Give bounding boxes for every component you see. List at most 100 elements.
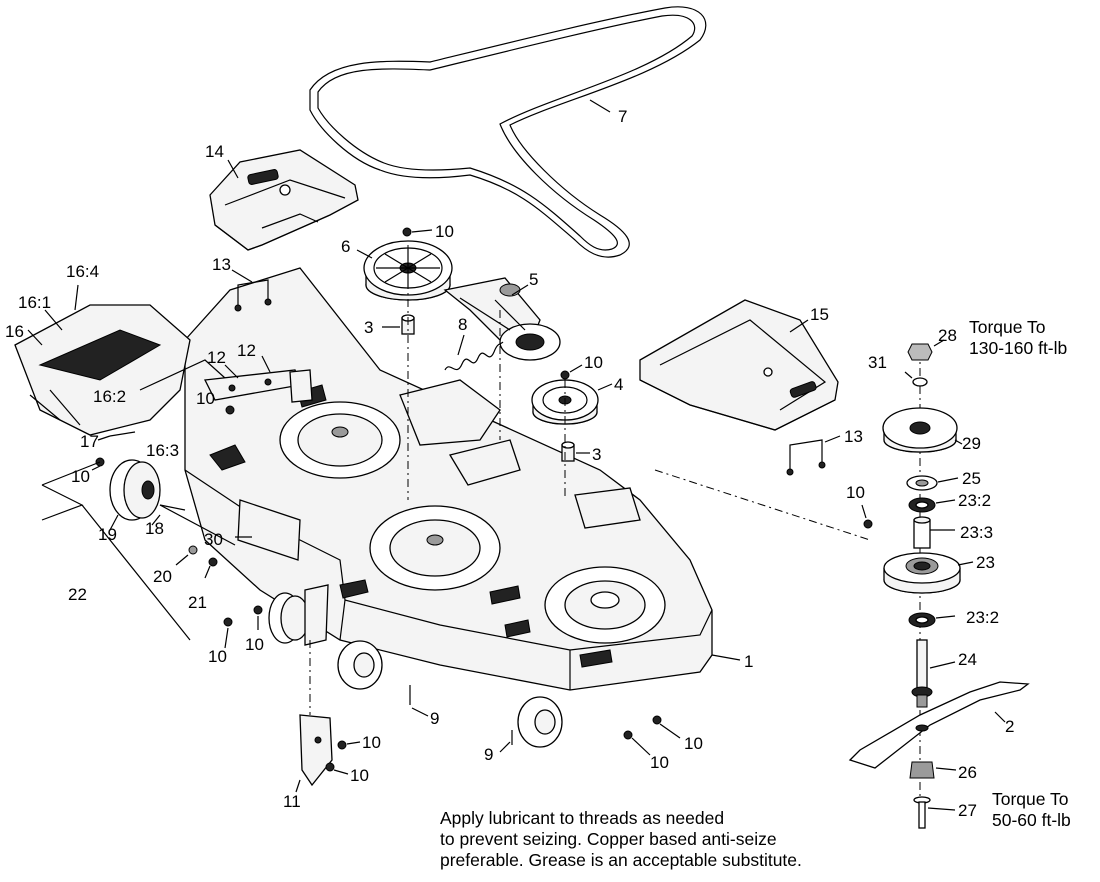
tension-spring <box>444 341 504 371</box>
anti-scalp-wheel-front <box>109 459 161 521</box>
callout-23: 23 <box>976 553 995 572</box>
callout-10d: 10 <box>196 389 215 408</box>
callout-26: 26 <box>958 763 977 782</box>
leader-16-4 <box>74 284 79 311</box>
callout-2: 2 <box>1005 717 1014 736</box>
belt-cover-left <box>209 149 359 251</box>
leader-10f <box>346 741 361 745</box>
mower-blade <box>848 681 1030 769</box>
callout-7: 7 <box>618 107 627 126</box>
leader-11 <box>295 779 301 793</box>
torque-note-spindle-nut-line1: Torque To <box>969 317 1046 337</box>
callout-17: 17 <box>80 432 99 451</box>
torque-note-spindle-nut: Torque To 130-160 ft-lb <box>969 317 1067 359</box>
nut-21 <box>208 557 218 567</box>
leader-13a <box>231 269 253 283</box>
callout-16-3: 16:3 <box>146 441 179 460</box>
idler-arm-assembly <box>443 277 561 361</box>
torque-note-blade-bolt: Torque To 50-60 ft-lb <box>992 789 1071 831</box>
leader-13b <box>824 435 841 443</box>
retaining-rod-right <box>786 439 826 476</box>
nut-bracket-b <box>325 762 335 772</box>
retaining-rod-left <box>234 279 272 312</box>
callout-3a: 3 <box>364 318 373 337</box>
leader-26 <box>935 767 957 771</box>
nut-deck-c <box>623 730 633 740</box>
leader-10g <box>333 769 349 775</box>
mower-deck <box>184 267 713 691</box>
belt-cover-right <box>639 299 839 431</box>
axle-bolt <box>159 504 186 511</box>
leader-8 <box>457 334 465 356</box>
nut-idler <box>560 370 570 380</box>
leader-23 <box>957 561 974 566</box>
lubricant-note-line3: preferable. Grease is an acceptable subs… <box>440 850 802 870</box>
callout-5: 5 <box>529 270 538 289</box>
nut-bracket <box>225 405 235 415</box>
nut-deck-d <box>652 715 662 725</box>
callout-labels: 1 2 3 3 4 5 6 7 8 9 9 10 10 10 10 10 10 … <box>5 107 1014 820</box>
leader-20 <box>175 554 189 566</box>
deck-wheel-right <box>517 696 563 748</box>
nut-deck-b <box>253 605 263 615</box>
callout-10a: 10 <box>71 467 90 486</box>
leader-4 <box>597 383 613 391</box>
leader-25 <box>937 477 959 483</box>
leader-10b <box>411 229 433 233</box>
leader-10c <box>569 364 583 373</box>
leader-6 <box>356 249 373 259</box>
callout-10i: 10 <box>650 753 669 772</box>
callout-10j: 10 <box>684 734 703 753</box>
callout-15: 15 <box>810 305 829 324</box>
pin-17 <box>109 431 136 437</box>
leader-23-2b <box>935 615 956 619</box>
leader-31 <box>904 371 913 379</box>
callout-18: 18 <box>145 519 164 538</box>
nut-spindle <box>863 519 873 529</box>
spindle-pulley <box>882 407 958 453</box>
leader-23-2a <box>935 499 956 504</box>
spindle-housing <box>883 552 961 594</box>
callout-13b: 13 <box>844 427 863 446</box>
leader-10h <box>631 737 651 756</box>
drive-belt <box>309 6 707 258</box>
leader-18 <box>151 514 161 526</box>
callout-4: 4 <box>614 375 623 394</box>
nut-bracket-a <box>337 740 347 750</box>
lubricant-note: Apply lubricant to threads as needed to … <box>440 808 802 871</box>
callout-16-4: 16:4 <box>66 262 99 281</box>
callout-31: 31 <box>868 353 887 372</box>
callout-28: 28 <box>938 326 957 345</box>
leader-10d <box>224 627 229 649</box>
leader-17 <box>97 435 111 441</box>
callout-19: 19 <box>98 525 117 544</box>
callout-20: 20 <box>153 567 172 586</box>
torque-note-spindle-nut-line2: 130-160 ft-lb <box>969 338 1068 358</box>
callout-21: 21 <box>188 593 207 612</box>
torque-note-blade-bolt-line2: 50-60 ft-lb <box>992 810 1071 830</box>
lubricant-note-line2: to prevent seizing. Copper based anti-se… <box>440 829 777 849</box>
leader-29 <box>954 439 963 445</box>
callout-27: 27 <box>958 801 977 820</box>
leader-12b <box>261 355 271 373</box>
spindle-washer <box>912 377 928 387</box>
leader-27 <box>927 807 956 811</box>
nut-pulley <box>402 227 412 237</box>
spacer-lower <box>561 441 575 462</box>
leader-10i <box>659 723 681 739</box>
leader-12a <box>224 364 239 379</box>
callout-10k: 10 <box>846 483 865 502</box>
callout-11: 11 <box>283 792 301 811</box>
spindle-shaft <box>911 639 933 708</box>
leader-2 <box>994 711 1006 723</box>
leader-9b <box>499 741 511 753</box>
callout-10g: 10 <box>362 733 381 752</box>
wheel-bracket <box>299 714 333 787</box>
callout-9b: 9 <box>484 745 493 764</box>
callout-10f: 10 <box>245 635 264 654</box>
leader-16 <box>27 329 43 346</box>
callout-10b: 10 <box>435 222 454 241</box>
callout-23-3: 23:3 <box>960 523 993 542</box>
blade-adapter <box>909 761 935 779</box>
